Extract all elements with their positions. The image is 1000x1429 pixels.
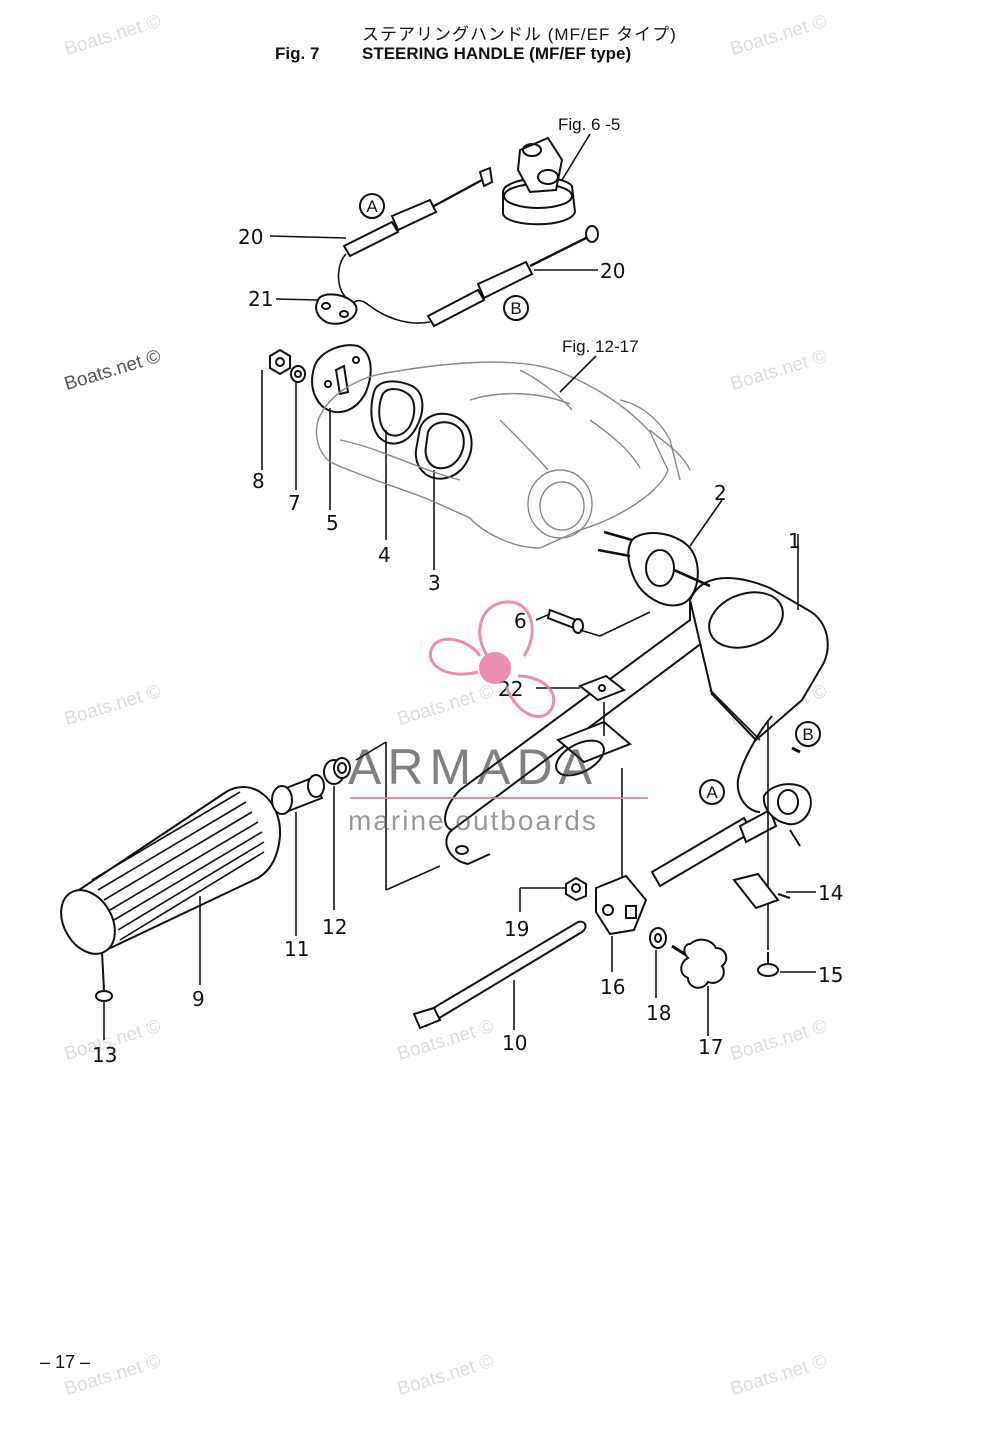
part-label-3: 3 xyxy=(428,571,441,595)
washer-part-7 xyxy=(290,365,306,383)
ref-fig-12-17: Fig. 12-17 xyxy=(562,337,639,356)
callout-a-right: A xyxy=(706,783,718,802)
bushing-part-12 xyxy=(323,757,351,785)
fig-6-5-bracket-drawing xyxy=(502,136,577,226)
armada-logo: ARMADA marine outboards xyxy=(348,600,648,836)
collar-part-11 xyxy=(271,774,325,815)
engine-housing-fig-12-17 xyxy=(315,361,691,549)
part-label-10: 10 xyxy=(502,1031,527,1055)
cable-end-assembly xyxy=(650,715,812,888)
gasket-part-4 xyxy=(370,380,424,445)
cover-plate-part-5 xyxy=(311,344,372,414)
throttle-grip-part-9 xyxy=(60,786,282,955)
part-label-6: 6 xyxy=(514,609,527,633)
title-english: STEERING HANDLE (MF/EF type) xyxy=(362,44,632,63)
screw-part-13 xyxy=(95,951,113,1040)
part-label-13: 13 xyxy=(92,1043,117,1067)
logo-tagline: marine outboards xyxy=(348,805,598,836)
part-label-14: 14 xyxy=(818,881,843,905)
propeller-icon xyxy=(428,600,556,719)
gasket-part-3 xyxy=(414,412,473,480)
ref-fig-6-5: Fig. 6 -5 xyxy=(558,115,620,134)
nut-part-8 xyxy=(269,348,291,376)
callout-b-top: B xyxy=(510,299,521,318)
part-label-4: 4 xyxy=(378,543,391,567)
part-label-2: 2 xyxy=(714,481,727,505)
washer-part-18 xyxy=(649,927,667,949)
part-label-7: 7 xyxy=(288,491,301,515)
part-label-17: 17 xyxy=(698,1035,723,1059)
part-label-20-upper: 20 xyxy=(238,225,263,249)
callout-a-top: A xyxy=(366,197,378,216)
part-label-15: 15 xyxy=(818,963,843,987)
part-label-16: 16 xyxy=(600,975,625,999)
throttle-cable-b xyxy=(351,225,599,328)
part-label-8: 8 xyxy=(252,469,265,493)
plate-part-22 xyxy=(577,674,627,702)
knob-part-17 xyxy=(671,938,728,989)
bolt-part-6 xyxy=(546,608,584,634)
title-japanese: ステアリングハンドル (MF/EF タイプ) xyxy=(362,25,677,44)
bracket-part-16 xyxy=(595,874,648,936)
part-label-12: 12 xyxy=(322,915,347,939)
part-label-20-lower: 20 xyxy=(600,259,625,283)
steering-handle-part-1 xyxy=(444,577,829,866)
grommet-part-21 xyxy=(315,293,358,325)
part-label-21: 21 xyxy=(248,287,273,311)
part-label-11: 11 xyxy=(284,937,309,961)
grommet-part-2 xyxy=(597,530,711,607)
part-label-18: 18 xyxy=(646,1001,671,1025)
part-label-1: 1 xyxy=(788,529,801,553)
page-number: – 17 – xyxy=(40,1352,91,1372)
part-label-19: 19 xyxy=(504,917,529,941)
throttle-shaft-part-10 xyxy=(412,920,587,1030)
part-label-5: 5 xyxy=(326,511,339,535)
figure-number: Fig. 7 xyxy=(275,44,320,63)
throttle-cable-a xyxy=(337,166,494,313)
screw-part-15 xyxy=(757,952,779,977)
nut-part-19 xyxy=(565,876,587,902)
part-label-9: 9 xyxy=(192,987,205,1011)
logo-name: ARMADA xyxy=(348,739,598,795)
callout-b-right: B xyxy=(802,725,813,744)
plate-part-14 xyxy=(732,872,791,910)
